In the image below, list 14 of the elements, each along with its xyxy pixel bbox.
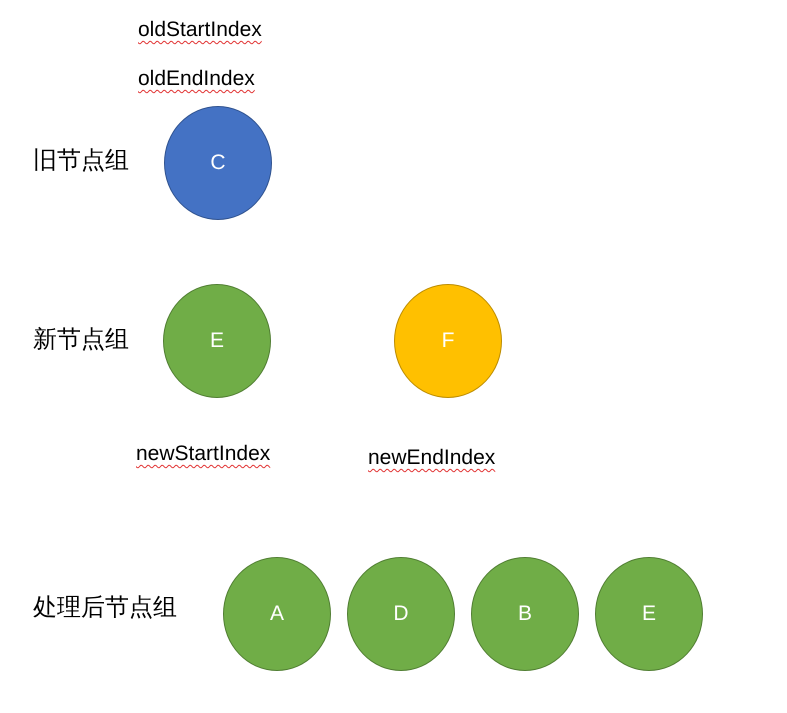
pointer-label: newStartIndex [136, 441, 270, 466]
circle-node: B [471, 557, 579, 671]
circle-node: A [223, 557, 331, 671]
pointer-label: oldStartIndex [138, 17, 262, 42]
circle-node: D [347, 557, 455, 671]
circle-node: E [163, 284, 271, 398]
circle-node: F [394, 284, 502, 398]
pointer-label: newEndIndex [368, 445, 496, 470]
row-label: 新节点组 [33, 326, 129, 355]
pointer-label: oldEndIndex [138, 66, 255, 92]
circle-node: E [595, 557, 703, 671]
row-label: 处理后节点组 [33, 594, 177, 623]
row-label: 旧节点组 [33, 147, 129, 176]
circle-node: C [164, 106, 272, 220]
